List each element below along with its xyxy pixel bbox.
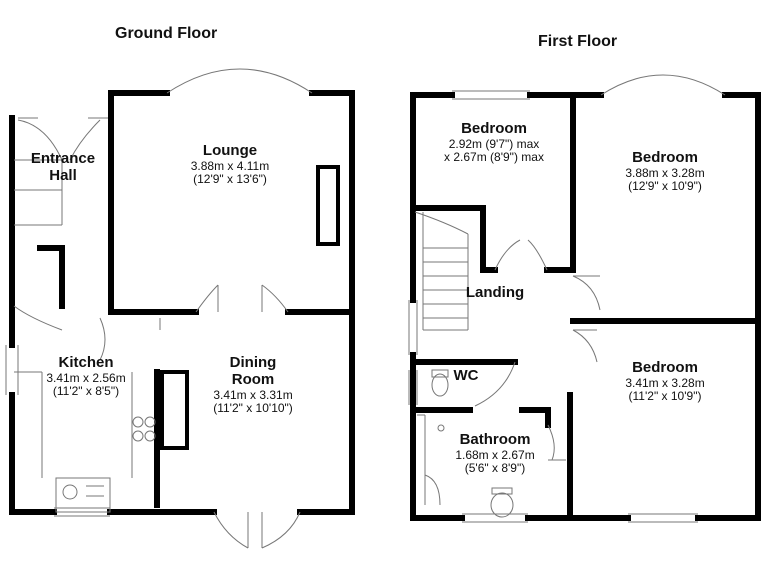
room-imperial-size: (11'2" x 8'5") bbox=[52, 384, 120, 399]
room-metric-size: 1.68m x 2.67m bbox=[455, 447, 535, 462]
room-imperial-size: (11'2" x 10'9") bbox=[628, 389, 702, 404]
room-name: Lounge bbox=[202, 142, 258, 159]
room-name: Bedroom bbox=[632, 149, 698, 166]
room-name: WC bbox=[453, 367, 479, 384]
room-label-bedroom-front: Bedroom 3.88m x 3.28m (12'9" x 10'9") bbox=[595, 149, 735, 194]
room-label-bedroom-rear: Bedroom 3.41m x 3.28m (11'2" x 10'9") bbox=[595, 359, 735, 404]
room-label-wc: WC bbox=[446, 367, 486, 385]
room-metric-size: 3.41m x 3.28m bbox=[625, 375, 705, 390]
first-floor-fixtures bbox=[408, 74, 726, 523]
room-label-lounge: Lounge 3.88m x 4.11m (12'9" x 13'6") bbox=[160, 142, 300, 187]
room-label-bathroom: Bathroom 1.68m x 2.67m (5'6" x 8'9") bbox=[445, 431, 545, 476]
ground-floor-title: Ground Floor bbox=[115, 25, 218, 42]
room-imperial-size: (12'9" x 10'9") bbox=[628, 179, 702, 194]
first-floor-walls bbox=[410, 92, 761, 521]
room-name: Dining bbox=[229, 354, 277, 371]
room-label-dining-room: Dining Room 3.41m x 3.31m (11'2" x 10'10… bbox=[193, 354, 313, 416]
room-metric-size: 3.88m x 4.11m bbox=[190, 158, 270, 173]
room-name-line-2: Hall bbox=[49, 166, 77, 184]
room-label-bedroom-small: Bedroom 2.92m (9'7") max x 2.67m (8'9") … bbox=[419, 120, 569, 165]
room-name: Bedroom bbox=[461, 120, 527, 137]
room-metric-size: 3.41m x 2.56m bbox=[46, 370, 126, 385]
room-label-entrance-hall: Entrance Hall bbox=[14, 150, 112, 185]
room-metric-size: 3.88m x 3.28m bbox=[625, 165, 705, 180]
room-metric-size: 3.41m x 3.31m bbox=[213, 387, 293, 402]
room-name: Landing bbox=[465, 284, 525, 301]
room-label-kitchen: Kitchen 3.41m x 2.56m (11'2" x 8'5") bbox=[26, 354, 146, 399]
room-metric-size: 2.92m (9'7") max bbox=[448, 136, 540, 151]
room-name: Bedroom bbox=[632, 359, 698, 376]
room-imperial-size: (11'2" x 10'10") bbox=[213, 401, 293, 416]
room-imperial-size: (12'9" x 13'6") bbox=[193, 172, 267, 187]
room-name-line-2: Room bbox=[231, 370, 275, 388]
room-imperial-size: x 2.67m (8'9") max bbox=[444, 150, 544, 165]
ground-floor-fixtures bbox=[5, 68, 340, 549]
ground-floor-walls bbox=[9, 90, 355, 515]
room-label-landing: Landing bbox=[455, 284, 535, 302]
room-name: Bathroom bbox=[459, 431, 531, 448]
room-name: Kitchen bbox=[58, 354, 114, 371]
room-imperial-size: (5'6" x 8'9") bbox=[464, 461, 526, 476]
first-floor-title: First Floor bbox=[538, 33, 618, 50]
room-name: Entrance bbox=[30, 150, 96, 167]
